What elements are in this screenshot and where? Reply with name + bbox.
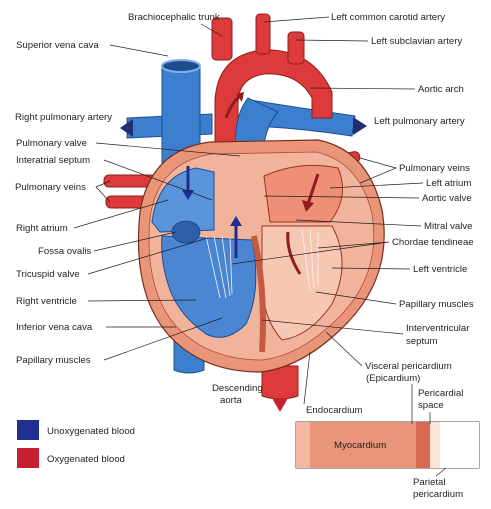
leader-papillary-left (315, 291, 397, 305)
label-pericardial-space-2: space (418, 400, 444, 411)
inset-myocardium-layer (310, 422, 416, 468)
heart-illustration (103, 13, 385, 412)
left-atrium-chamber (263, 164, 343, 223)
label-left-atrium: Left atrium (426, 178, 471, 189)
left-subclavian-vessel (287, 31, 305, 65)
leader-brachiocephalic (200, 23, 223, 37)
label-interatrial-septum: Interatrial septum (16, 155, 90, 166)
label-parietal-pericardium-1: Parietal (413, 477, 446, 488)
label-aortic-arch: Aortic arch (418, 84, 464, 95)
leader-pulmonary-valve (95, 142, 241, 157)
fossa-ovalis-shape (171, 220, 201, 244)
left-pulmonary-artery-vessel (249, 99, 356, 137)
leader-pv-right (95, 180, 111, 203)
right-atrium-chamber (151, 167, 215, 233)
leader-endocardium (303, 351, 311, 405)
label-papillary-muscles-right: Papillary muscles (16, 355, 91, 366)
label-visceral-pericardium-1: Visceral pericardium (365, 361, 452, 372)
leader-right-ventricle (87, 299, 197, 302)
legend-swatch-oxygenated (17, 448, 39, 468)
flow-arrowhead-la-icon (302, 200, 314, 212)
inset-pericardial-space-layer (430, 422, 440, 468)
leader-left-subclavian (295, 39, 369, 42)
chordae-lines (205, 229, 319, 299)
label-group: Brachiocephalic trunk Left common caroti… (15, 12, 474, 500)
legend-label-unoxygenated: Unoxygenated blood (47, 426, 135, 437)
inset-endocardium-layer (296, 422, 310, 468)
flow-arrowhead-ao-icon (236, 92, 244, 102)
brachiocephalic-trunk-vessel (211, 17, 233, 61)
label-right-pulmonary-artery: Right pulmonary artery (15, 112, 112, 123)
flow-arrow-left-ventricle-icon (286, 231, 302, 275)
label-chordae-tendineae: Chordae tendineae (392, 237, 474, 248)
leader-left-atrium (329, 182, 424, 189)
label-inferior-vena-cava: Inferior vena cava (16, 322, 93, 333)
label-left-subclavian-artery: Left subclavian artery (371, 36, 462, 47)
label-myocardium: Myocardium (334, 440, 386, 451)
leader-left-carotid (263, 16, 330, 23)
leader-interatrial (103, 159, 213, 201)
label-pericardial-space-1: Pericardial (418, 388, 463, 399)
label-pulmonary-veins-left: Pulmonary veins (399, 163, 470, 174)
label-superior-vena-cava: Superior vena cava (16, 40, 99, 51)
legend-label-oxygenated: Oxygenated blood (47, 454, 125, 465)
interventricular-septum-wall (251, 235, 266, 353)
label-fossa-ovalis: Fossa ovalis (38, 246, 92, 257)
left-common-carotid-vessel (255, 13, 271, 55)
aortic-arch-vessel (214, 49, 333, 176)
leader-aortic-valve (263, 195, 420, 199)
label-endocardium: Endocardium (306, 405, 363, 416)
leader-right-atrium (73, 199, 169, 229)
label-visceral-pericardium-2: (Epicardium) (366, 373, 420, 384)
superior-vena-cava-opening (161, 59, 201, 73)
label-left-common-carotid-artery: Left common carotid artery (331, 12, 445, 23)
flow-arrowhead-pul-icon (230, 216, 242, 226)
left-pulmonary-arrow-icon (353, 117, 367, 135)
label-left-ventricle: Left ventricle (413, 264, 467, 275)
leader-chordae (231, 241, 390, 265)
label-aortic-valve: Aortic valve (422, 193, 472, 204)
inset-epicardium-layer (416, 422, 430, 468)
leader-septum (261, 319, 404, 335)
label-parietal-pericardium-2: pericardium (413, 489, 463, 500)
label-interventricular-septum-2: septum (406, 336, 437, 347)
leader-visceral (325, 331, 363, 367)
leader-aortic-arch (309, 87, 416, 90)
label-descending-aorta-2: aorta (220, 395, 243, 406)
legend: Unoxygenated blood Oxygenated blood (17, 420, 135, 468)
flow-arrow-left-atrium-icon (306, 173, 320, 205)
label-interventricular-septum-1: Interventricular (406, 323, 470, 334)
leader-pv-left (359, 157, 398, 184)
right-ventricle-chamber (161, 235, 257, 338)
wall-layers-inset: Myocardium (295, 384, 480, 477)
leader-fossa (93, 231, 177, 252)
leader-svc (109, 44, 169, 57)
leader-mitral (295, 219, 422, 227)
label-brachiocephalic-trunk: Brachiocephalic trunk (128, 12, 220, 23)
descending-aorta-arrow-icon (272, 398, 288, 412)
label-descending-aorta-1: Descending (212, 383, 263, 394)
leader-tricuspid (87, 237, 209, 275)
right-pulmonary-arrow-icon (120, 119, 133, 137)
inset-parietal-layer (440, 422, 479, 468)
left-ventricle-chamber (261, 225, 343, 341)
label-left-pulmonary-artery: Left pulmonary artery (374, 116, 465, 127)
leader-parietal (435, 467, 447, 477)
label-tricuspid-valve: Tricuspid valve (16, 269, 80, 280)
label-pulmonary-valve: Pulmonary valve (16, 138, 87, 149)
label-pulmonary-veins-right: Pulmonary veins (15, 182, 86, 193)
label-papillary-muscles-left: Papillary muscles (399, 299, 474, 310)
leader-papillary-right (103, 317, 223, 361)
label-right-ventricle: Right ventricle (16, 296, 77, 307)
leader-left-ventricle (331, 267, 411, 270)
legend-swatch-unoxygenated (17, 420, 39, 440)
label-mitral-valve: Mitral valve (424, 221, 473, 232)
label-right-atrium: Right atrium (16, 223, 68, 234)
